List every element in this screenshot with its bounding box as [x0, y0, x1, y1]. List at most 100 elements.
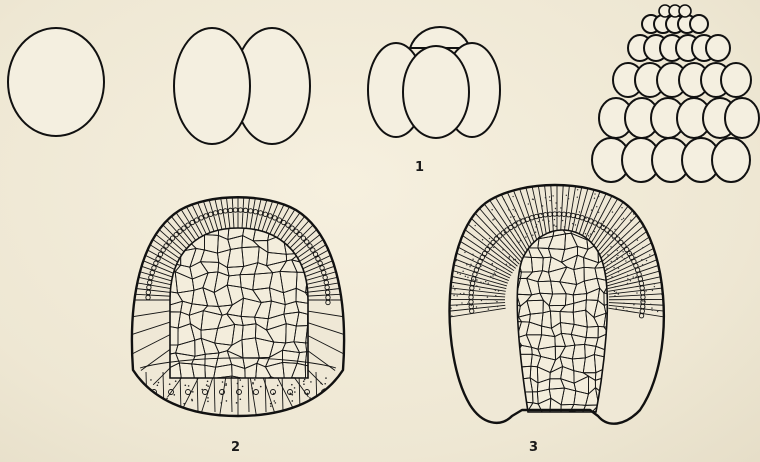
stipple-dot [633, 304, 634, 305]
stipple-dot [555, 208, 556, 209]
stipple-dot [607, 264, 608, 265]
stipple-dot [206, 384, 208, 386]
stipple-dot [325, 377, 327, 379]
stipple-dot [654, 283, 655, 284]
stipple-dot [512, 209, 513, 210]
stipple-dot [520, 218, 521, 219]
stipple-dot [488, 308, 489, 309]
stipple-dot [515, 210, 516, 211]
stipple-dot [309, 397, 311, 399]
tissue-cell [571, 411, 583, 428]
stipple-dot [326, 405, 328, 407]
stage-label-2: 2 [231, 441, 240, 454]
stipple-dot [542, 205, 543, 206]
stipple-dot [483, 282, 484, 283]
stipple-dot [606, 268, 607, 269]
stipple-dot [568, 198, 569, 199]
tissue-cell [319, 221, 340, 234]
stipple-dot [226, 400, 228, 402]
stipple-dot [555, 202, 556, 203]
stipple-dot [157, 385, 159, 387]
stipple-dot [495, 295, 496, 296]
stipple-dot [536, 224, 537, 225]
stipple-dot [498, 290, 499, 291]
stipple-dot [494, 243, 495, 244]
stipple-dot [294, 391, 296, 393]
stipple-dot [528, 203, 529, 204]
stipple-dot [503, 199, 504, 200]
stipple-dot [254, 379, 256, 381]
stipple-dot [598, 196, 599, 197]
stipple-dot [630, 219, 631, 220]
stipple-dot [509, 264, 510, 265]
tissue-cell [571, 420, 585, 435]
stipple-dot [237, 383, 239, 385]
stipple-dot [611, 276, 612, 277]
stipple-dot [645, 290, 646, 291]
stipple-dot [460, 274, 461, 275]
stipple-dot [575, 224, 576, 225]
stipple-dot [652, 310, 653, 311]
stipple-dot [549, 196, 550, 197]
stipple-dot [467, 277, 468, 278]
stipple-dot [623, 307, 624, 308]
stipple-dot [625, 260, 626, 261]
stipple-dot [220, 402, 222, 404]
stipple-dot [467, 303, 468, 304]
stipple-dot [633, 276, 634, 277]
blastula-stage [118, 180, 358, 420]
stipple-dot [642, 300, 643, 301]
stipple-dot [492, 219, 493, 220]
stipple-dot [549, 200, 550, 201]
stipple-dot [533, 199, 534, 200]
stipple-dot [515, 259, 516, 260]
tissue-cell [561, 411, 577, 425]
morula-cell [706, 35, 730, 61]
stipple-dot [242, 386, 244, 388]
stipple-dot [451, 315, 452, 316]
stipple-dot [623, 303, 624, 304]
stipple-dot [622, 256, 623, 257]
stipple-dot [615, 286, 616, 287]
stipple-dot [612, 238, 613, 239]
stipple-dot [552, 195, 553, 196]
tissue-cell [549, 423, 567, 436]
stipple-dot [566, 195, 567, 196]
stipple-dot [310, 381, 312, 383]
stipple-dot [663, 282, 664, 283]
stipple-dot [236, 402, 238, 404]
stipple-dot [491, 209, 492, 210]
stipple-dot [457, 272, 458, 273]
tissue-cell [539, 414, 556, 425]
stipple-dot [654, 286, 655, 287]
stipple-dot [469, 266, 470, 267]
stipple-dot [495, 290, 496, 291]
stipple-dot [530, 221, 531, 222]
tissue-cell [526, 414, 543, 427]
stipple-dot [503, 267, 504, 268]
stipple-dot [577, 197, 578, 198]
stipple-dot [274, 400, 276, 402]
stipple-dot [644, 307, 645, 308]
zygote-single-cell [8, 28, 104, 136]
stipple-dot [207, 385, 209, 387]
stipple-dot [482, 239, 483, 240]
stipple-dot [169, 383, 171, 385]
stipple-dot [466, 264, 467, 265]
stipple-dot [472, 279, 473, 280]
stipple-dot [579, 211, 580, 212]
stipple-dot [496, 269, 497, 270]
stipple-dot [560, 207, 561, 208]
tissue-cell [581, 426, 599, 435]
stipple-dot [183, 403, 185, 405]
stipple-dot [504, 232, 505, 233]
stipple-dot [303, 383, 305, 385]
stipple-dot [456, 305, 457, 306]
stipple-dot [509, 256, 510, 257]
stipple-dot [636, 292, 637, 293]
stipple-dot [474, 225, 475, 226]
stipple-dot [508, 209, 509, 210]
stipple-dot [610, 246, 611, 247]
stipple-dot [506, 264, 507, 265]
stipple-dot [618, 293, 619, 294]
